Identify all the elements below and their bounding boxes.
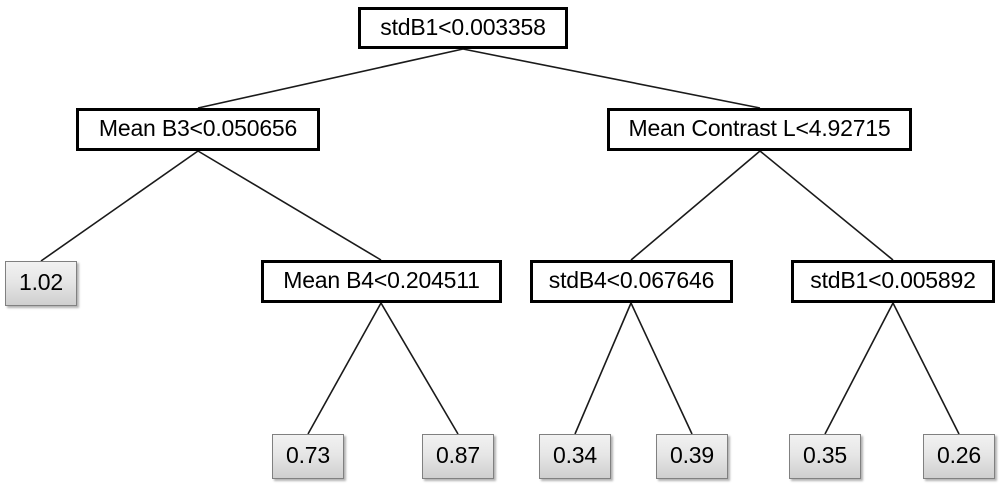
tree-leaf-value: 0.26 <box>937 442 981 468</box>
tree-leaf-0-39[interactable]: 0.39 <box>656 434 728 479</box>
tree-node-std-b1-lower[interactable]: stdB1<0.005892 <box>791 260 995 303</box>
tree-edge <box>197 48 464 109</box>
tree-leaf-0-34[interactable]: 0.34 <box>539 434 611 479</box>
tree-edge <box>892 302 960 435</box>
tree-edge <box>630 150 761 261</box>
tree-node-label: stdB4<0.067646 <box>548 267 715 293</box>
tree-leaf-0-35[interactable]: 0.35 <box>789 434 861 479</box>
tree-leaf-0-26[interactable]: 0.26 <box>923 434 995 479</box>
tree-node-label: stdB1<0.005892 <box>810 267 976 293</box>
tree-leaf-value: 0.87 <box>436 442 480 468</box>
tree-node-mean-b3[interactable]: Mean B3<0.050656 <box>76 108 320 151</box>
tree-node-std-b4[interactable]: stdB4<0.067646 <box>530 260 733 303</box>
tree-leaf-value: 0.34 <box>553 442 597 468</box>
tree-leaf-value: 1.02 <box>19 269 63 295</box>
tree-leaf-1-02[interactable]: 1.02 <box>5 261 77 306</box>
tree-edge <box>630 302 693 435</box>
tree-edge <box>759 150 894 261</box>
tree-leaf-0-73[interactable]: 0.73 <box>272 434 344 479</box>
tree-node-mean-contrast-l[interactable]: Mean Contrast L<4.92715 <box>607 108 912 151</box>
tree-edge <box>40 150 199 262</box>
tree-edge <box>197 150 382 261</box>
tree-edge <box>824 302 894 435</box>
tree-edge <box>462 48 761 109</box>
tree-node-label: Mean Contrast L<4.92715 <box>628 115 891 141</box>
tree-node-label: Mean B3<0.050656 <box>98 115 298 141</box>
tree-node-label: stdB1<0.003358 <box>380 13 546 40</box>
tree-node-root[interactable]: stdB1<0.003358 <box>358 7 568 49</box>
tree-node-label: Mean B4<0.204511 <box>283 267 480 293</box>
tree-leaf-0-87[interactable]: 0.87 <box>422 434 494 479</box>
tree-leaf-value: 0.73 <box>286 442 330 468</box>
tree-node-mean-b4[interactable]: Mean B4<0.204511 <box>261 260 502 303</box>
tree-edge <box>574 302 632 435</box>
tree-leaf-value: 0.35 <box>803 442 847 468</box>
tree-leaf-value: 0.39 <box>670 442 714 468</box>
tree-edge <box>307 302 382 435</box>
tree-edge <box>380 302 459 435</box>
